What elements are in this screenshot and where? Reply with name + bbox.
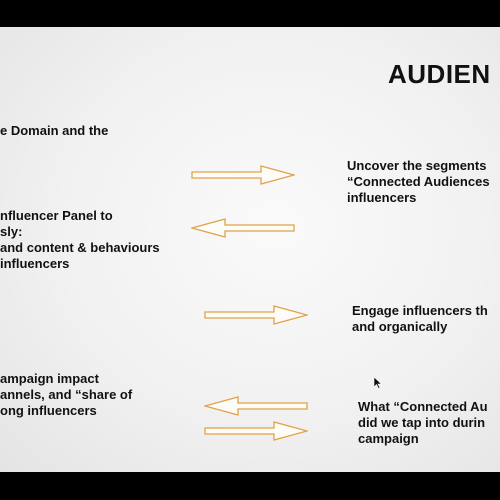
presentation-slide: AUDIEN e Domain and the nfluencer Panel … <box>0 27 500 472</box>
video-letterbox-top <box>0 0 500 27</box>
text-line: influencers <box>0 256 70 271</box>
text-line: e Domain and the <box>0 123 109 138</box>
left-text-block-2: nfluencer Panel to sly: and content & be… <box>0 208 160 272</box>
text-line: influencers <box>347 190 417 205</box>
slide-title: AUDIEN <box>388 59 491 89</box>
left-arrow-icon <box>204 396 308 416</box>
right-text-block-2: Engage influencers th and organically <box>352 303 488 335</box>
text-line: nfluencer Panel to <box>0 208 113 223</box>
left-text-block-3: ampaign impact annels, and “share of ong… <box>0 371 132 419</box>
mouse-cursor-icon <box>374 377 382 389</box>
right-arrow-icon <box>204 305 308 325</box>
text-line: and content & behaviours <box>0 240 160 255</box>
text-line: “Connected Audiences <box>347 174 490 189</box>
text-line: sly: <box>0 224 23 239</box>
text-line: Engage influencers th <box>352 303 488 318</box>
right-arrow-icon <box>204 421 308 441</box>
left-text-block-1: e Domain and the <box>0 123 108 139</box>
right-text-block-3: What “Connected Au did we tap into durin… <box>358 399 488 447</box>
text-line: ong influencers <box>0 403 97 418</box>
text-line: campaign <box>358 431 419 446</box>
text-line: ampaign impact <box>0 371 99 386</box>
text-line: did we tap into durin <box>358 415 486 430</box>
text-line: Uncover the segments <box>347 158 487 173</box>
text-line: annels, and “share of <box>0 387 133 402</box>
text-line: What “Connected Au <box>358 399 488 414</box>
video-letterbox-bottom <box>0 472 500 500</box>
left-arrow-icon <box>191 218 295 238</box>
right-arrow-icon <box>191 165 295 185</box>
text-line: and organically <box>352 319 448 334</box>
right-text-block-1: Uncover the segments “Connected Audience… <box>347 158 490 206</box>
